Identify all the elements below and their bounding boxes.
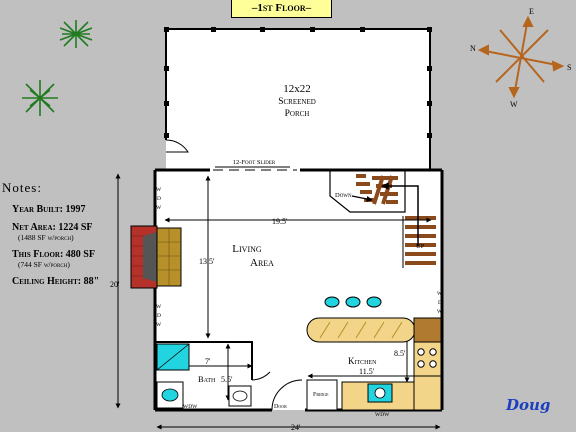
dim-19-5: 19.5' [272,217,288,226]
wdw-left-upper-d: D [157,196,161,202]
compass-rose-icon [477,15,565,99]
bath-room [155,341,271,409]
stairs-down-label: Down [335,192,352,199]
dim-13-5: 13.5' [199,257,215,266]
dim-7: 7' [205,357,211,366]
porch-size-label: 12x22 [283,83,311,95]
compass-n-label: N [470,44,476,53]
notes-net-area: Net Area: 1224 SF [12,222,93,233]
living-area-line2: Area [250,257,274,269]
wdw-left-lower-w2: W [156,322,162,328]
wdw-left-lower-w: W [156,304,162,310]
fireplace [130,225,182,289]
compass-s-label: S [567,63,571,72]
living-area-line1: Living [232,243,262,255]
porch-name-line2: Porch [285,109,310,119]
wdw-right-d: D [438,300,442,306]
slider-label: 12-Foot Slider [233,159,276,166]
notes-panel: Notes: Year Built: 1997 Net Area: 1224 S… [2,180,112,287]
screened-porch [164,27,432,170]
notes-this-floor: This Floor: 480 SF [12,249,95,260]
compass-e-label: E [529,7,534,16]
wdw-bath-label: WDW [183,404,198,410]
notes-ceiling-height: Ceiling Height: 88" [12,276,100,287]
porch-name-line1: Screened [278,97,316,107]
notes-this-floor-sub: (744 SF w/porch) [18,260,70,269]
dim-8-5: 8.5' [394,349,406,358]
stairs-up-label: UP [416,243,425,250]
notes-year-built: Year Built: 1997 [12,204,86,215]
notes-heading: Notes: [2,180,42,195]
dim-11-5: 11.5' [359,367,375,376]
bar-stools [324,296,382,308]
wdw-right-w2: W [437,309,443,315]
pine-tree-icon [59,20,93,48]
dim-24: 24' [291,423,301,432]
door-label: Door [274,404,287,410]
bath-label: Bath [198,374,216,384]
dim-5-5: 5.5' [221,375,233,384]
notes-net-area-sub: (1488 SF w/porch) [18,233,74,242]
wdw-right-w: W [437,291,443,297]
dim-20: 20' [110,280,120,289]
wdw-left-upper-w2: W [156,205,162,211]
pine-tree-icon [22,80,58,116]
wdw-left-upper-w: W [156,187,162,193]
compass-w-label: W [510,100,518,109]
author-signature: Doug [506,396,551,414]
kitchen-label: Kitchen [348,356,377,366]
floor-title: –1st Floor– [231,0,332,18]
wdw-kitchen-label: WDW [375,412,390,418]
kitchen-counter [306,317,442,411]
fridge-label: Fridge [313,392,329,398]
staircase [329,170,436,268]
wdw-left-lower-d: D [157,313,161,319]
main-floor [153,166,444,412]
